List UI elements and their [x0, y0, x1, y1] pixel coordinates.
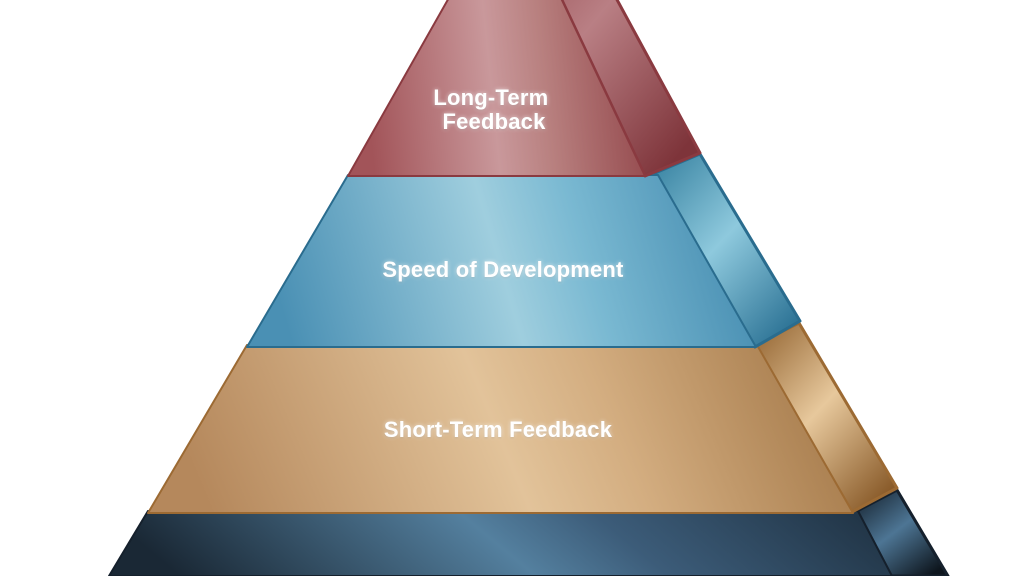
top-level-label: Long-Term Feedback [433, 85, 554, 134]
pyramid-level-short-term-feedback: Short-Term Feedback [147, 321, 899, 514]
pyramid-level-long-term-feedback: Long-Term Feedback [347, 0, 702, 178]
top-level-front-face [347, 0, 646, 177]
third-level-label: Short-Term Feedback [384, 417, 613, 442]
bottom-level-front-face [108, 510, 893, 576]
pyramid-level-speed-of-development: Speed of Development [246, 152, 802, 349]
second-level-label: Speed of Development [382, 257, 624, 282]
pyramid-level-bottom [108, 488, 950, 576]
